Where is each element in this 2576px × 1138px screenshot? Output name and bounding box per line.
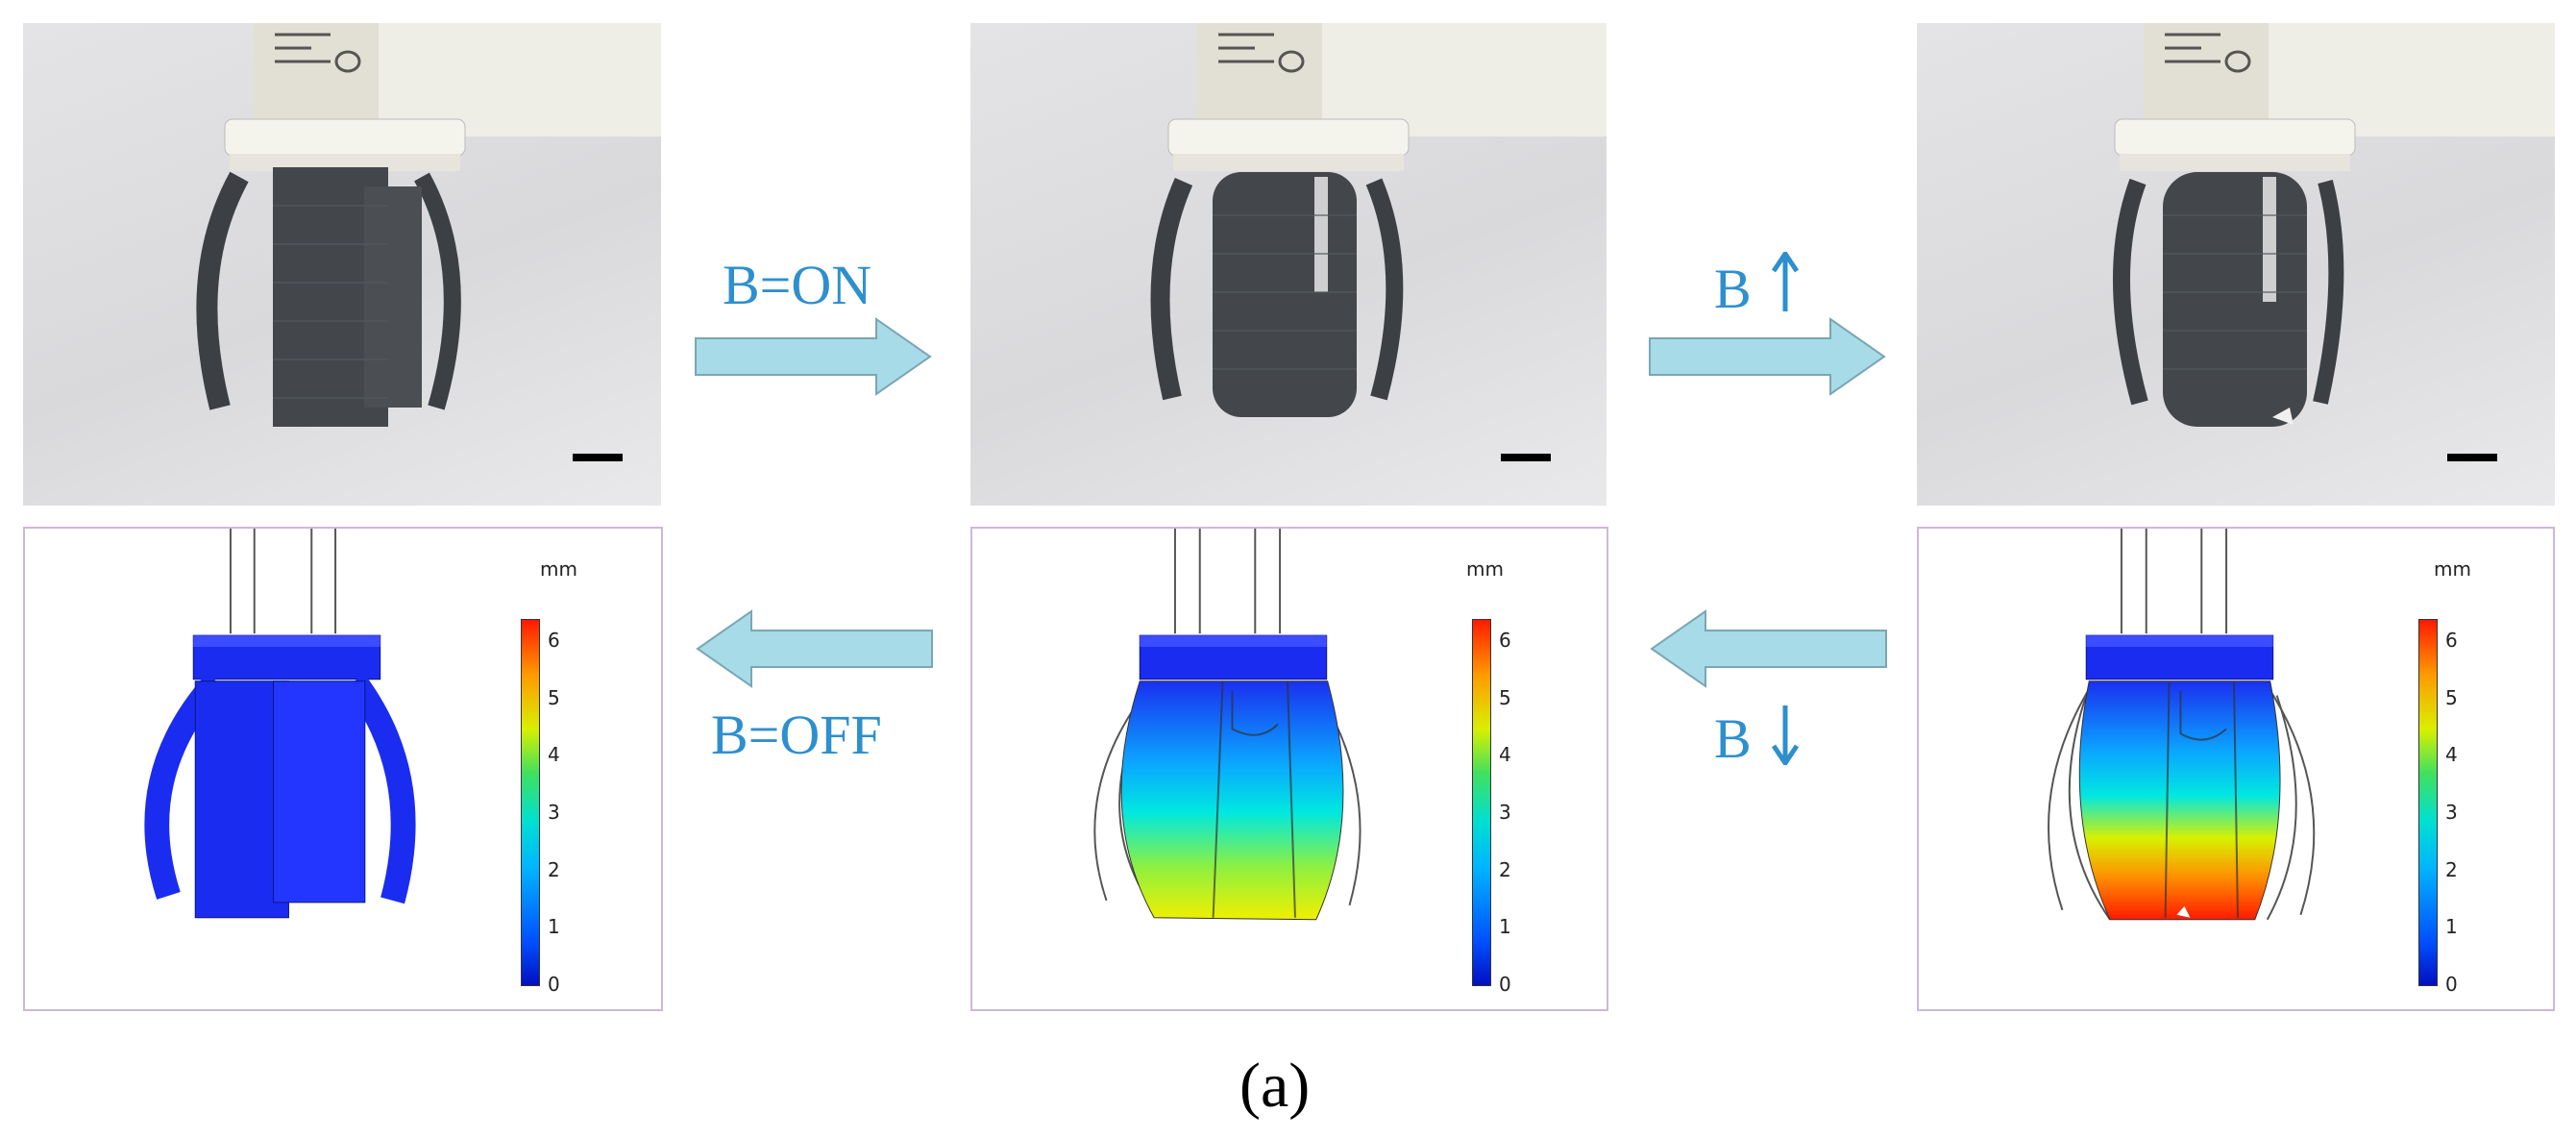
colorbar: [521, 619, 540, 986]
colorbar-tick-label: 1: [2445, 915, 2458, 939]
colorbar-unit: mm: [2434, 557, 2471, 581]
arrow-left-b-down: [1650, 609, 1887, 688]
arrow-left-b-off: [696, 609, 933, 688]
colorbar-tick-label: 0: [2445, 973, 2458, 996]
colorbar-tick-label: 3: [1499, 801, 1511, 824]
gripper-photo-closed: [2113, 23, 2555, 461]
gripper-photo-open: [196, 23, 661, 461]
colorbar-tick-label: 6: [2445, 629, 2458, 652]
colorbar-tick-label: 4: [2445, 743, 2458, 767]
photo-gripper-closing: [970, 23, 1607, 506]
colorbar-tick-label: 6: [1499, 629, 1511, 652]
colorbar-ticks: 6 5 4 3 2 1 0: [2445, 619, 2484, 994]
sim-gripper-open: mm 6 5 4 3 2 1 0: [23, 527, 663, 1011]
label-b-up-text: B: [1714, 258, 1752, 320]
colorbar-tick-label: 5: [1499, 685, 1511, 709]
colorbar-tick-label: 3: [548, 801, 560, 824]
colorbar-tick-label: 1: [1499, 915, 1511, 939]
colorbar: [1472, 619, 1491, 986]
colorbar-ticks: 6 5 4 3 2 1 0: [548, 619, 586, 994]
label-b-down: B: [1714, 704, 1800, 770]
label-b-on: B=ON: [723, 254, 872, 316]
photo-gripper-closed: [1917, 23, 2555, 506]
colorbar-tick-label: 5: [548, 685, 560, 709]
colorbar-tick-label: 4: [1499, 743, 1511, 767]
colorbar-tick-label: 2: [548, 857, 560, 881]
arrow-right-b-up: [1649, 317, 1886, 396]
colorbar-ticks: 6 5 4 3 2 1 0: [1499, 619, 1537, 994]
colorbar-tick-label: 0: [1499, 973, 1511, 996]
colorbar-tick-label: 2: [2445, 857, 2458, 881]
label-b-off: B=OFF: [711, 704, 882, 766]
arrow-right-b-on: [695, 317, 932, 396]
colorbar-tick-label: 5: [2445, 685, 2458, 709]
colorbar-tick-label: 0: [548, 973, 560, 996]
figure-caption: (a): [1239, 1051, 1311, 1121]
sim-gripper-closing: mm 6 5 4 3 2 1 0: [970, 527, 1608, 1011]
label-b-up: B: [1714, 249, 1800, 320]
photo-gripper-open: [23, 23, 661, 506]
down-arrow-icon: [1772, 705, 1800, 768]
colorbar-tick-label: 3: [2445, 801, 2458, 824]
colorbar-unit: mm: [1466, 557, 1504, 581]
up-arrow-icon: [1772, 249, 1800, 311]
gripper-photo-closing: [1150, 23, 1607, 461]
colorbar-tick-label: 2: [1499, 857, 1511, 881]
sim-model-closed: [2048, 529, 2316, 921]
colorbar-tick-label: 1: [548, 915, 560, 939]
colorbar: [2418, 619, 2438, 986]
colorbar-tick-label: 4: [548, 743, 560, 767]
sim-model-closing: [1093, 529, 1362, 921]
label-b-down-text: B: [1714, 707, 1752, 770]
sim-model-open: [144, 529, 416, 919]
sim-gripper-closed: mm 6 5 4 3 2 1 0: [1917, 527, 2555, 1011]
colorbar-unit: mm: [540, 557, 577, 581]
colorbar-tick-label: 6: [548, 629, 560, 652]
